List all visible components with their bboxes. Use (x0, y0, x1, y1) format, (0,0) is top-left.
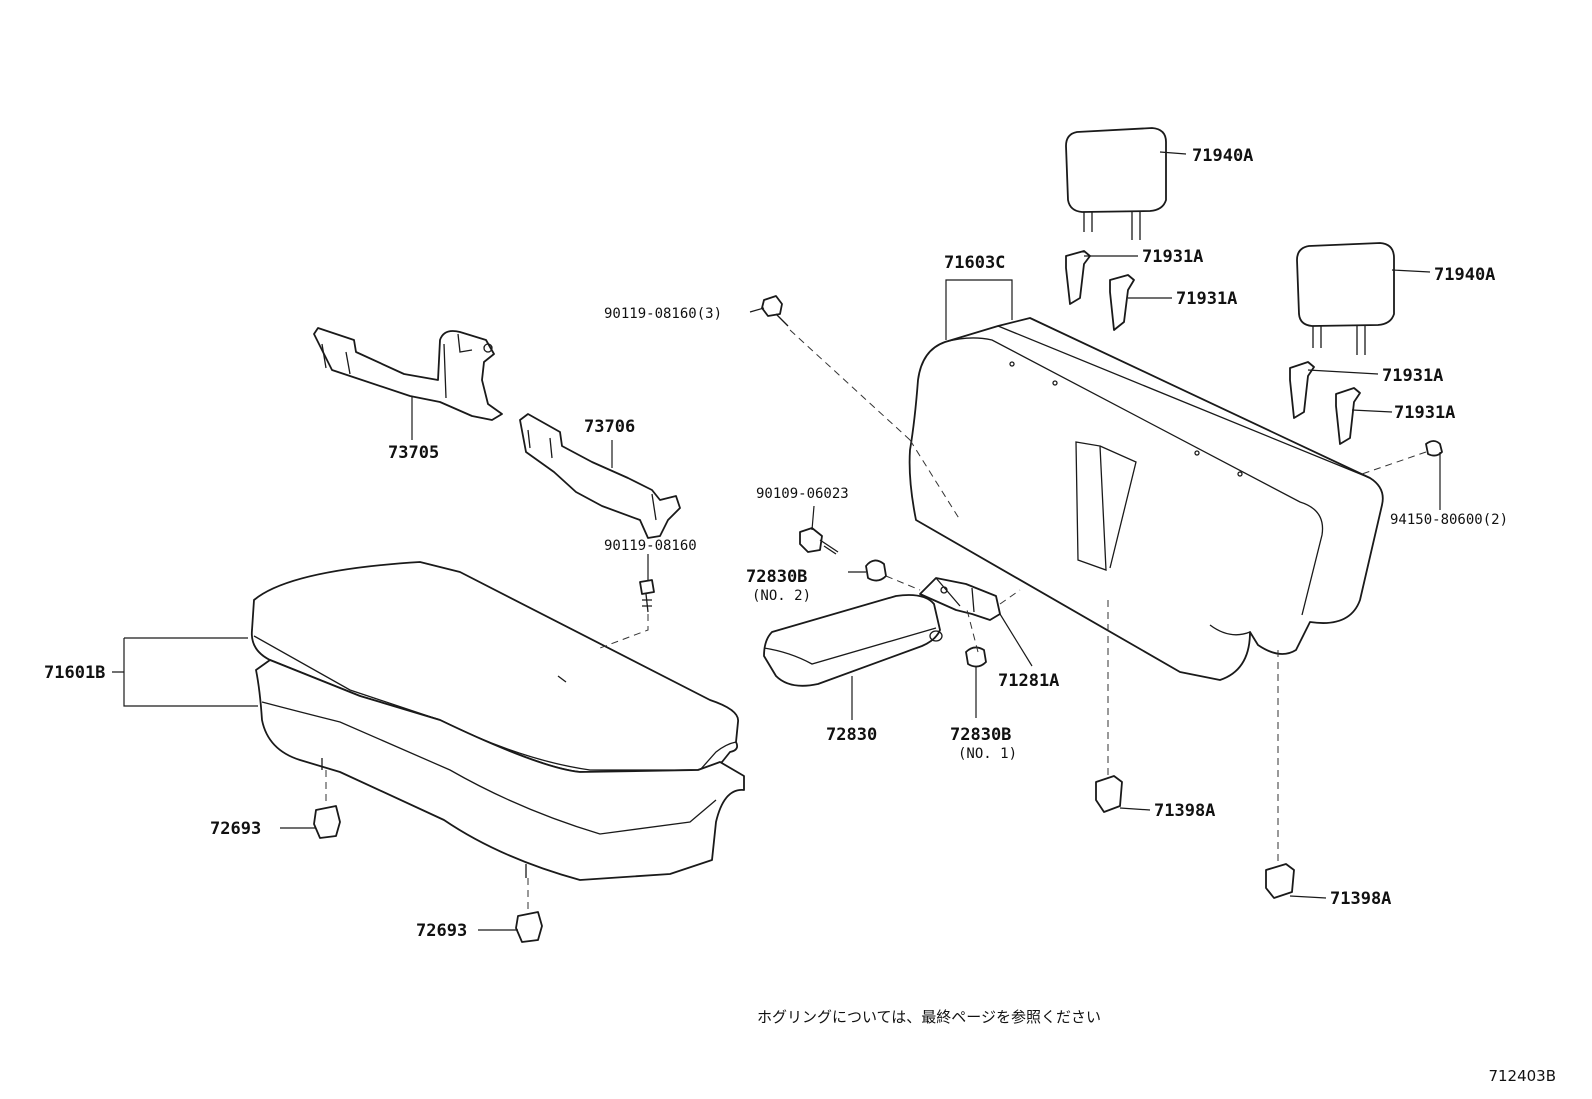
clip-72693-2[interactable] (515, 911, 543, 943)
armrest-72830[interactable] (763, 594, 943, 687)
figure-code: 712403B (1488, 1067, 1556, 1085)
label-cushion[interactable]: 71601B (44, 663, 105, 683)
label-grommet-no2[interactable]: 72830B (746, 567, 807, 587)
grommet-no1[interactable] (965, 646, 987, 668)
assembly-lines (325, 329, 1427, 912)
seatback[interactable] (908, 317, 1384, 681)
headrest-support-4[interactable] (1335, 387, 1361, 445)
bolt-90119-08160-3[interactable] (761, 295, 789, 327)
label-headrest-lower[interactable]: 71940A (1434, 265, 1495, 285)
bolt-90119-08160[interactable] (639, 579, 655, 613)
screw-90109-06023[interactable] (799, 527, 839, 555)
leader-lines (112, 151, 1441, 931)
label-nut-2[interactable]: 94150-80600(2) (1390, 512, 1508, 528)
label-grommet-no1-sub: (NO. 1) (958, 746, 1017, 762)
label-grommet-no2-sub: (NO. 2) (752, 588, 811, 604)
bracket-73705[interactable] (313, 327, 503, 421)
label-bolt[interactable]: 90119-08160 (604, 538, 697, 554)
seat-cushion[interactable] (250, 561, 745, 881)
headrest-support-1[interactable] (1065, 250, 1091, 305)
headrest-support-2[interactable] (1109, 274, 1135, 331)
label-support-1[interactable]: 71931A (1142, 247, 1203, 267)
label-headrest-upper[interactable]: 71940A (1192, 146, 1253, 166)
headrest-upper[interactable] (1065, 127, 1167, 240)
hook-71398A-1[interactable] (1095, 775, 1123, 813)
label-bracket-right[interactable]: 73706 (584, 417, 635, 437)
label-hinge[interactable]: 71281A (998, 671, 1059, 691)
label-support-2[interactable]: 71931A (1176, 289, 1237, 309)
label-seatback[interactable]: 71603C (944, 253, 1005, 273)
clip-72693-1[interactable] (313, 805, 341, 839)
bracket-73706[interactable] (519, 413, 681, 539)
label-hook-1[interactable]: 71398A (1154, 801, 1215, 821)
label-clip-1[interactable]: 72693 (210, 819, 261, 839)
hook-71398A-2[interactable] (1265, 863, 1295, 899)
label-screw[interactable]: 90109-06023 (756, 486, 849, 502)
label-clip-2[interactable]: 72693 (416, 921, 467, 941)
headrest-support-3[interactable] (1289, 361, 1315, 419)
label-armrest[interactable]: 72830 (826, 725, 877, 745)
label-bracket-left[interactable]: 73705 (388, 443, 439, 463)
grommet-no2[interactable] (865, 559, 887, 582)
label-bolt-3[interactable]: 90119-08160(3) (604, 306, 722, 322)
label-hook-2[interactable]: 71398A (1330, 889, 1391, 909)
hog-ring-note: ホグリングについては、最終ページを参照ください (757, 1008, 1101, 1026)
label-support-3[interactable]: 71931A (1382, 366, 1443, 386)
label-grommet-no1[interactable]: 72830B (950, 725, 1011, 745)
label-support-4[interactable]: 71931A (1394, 403, 1455, 423)
part-labels: 71940A 71940A 71931A 71931A 71931A 71931… (44, 146, 1508, 941)
headrest-lower[interactable] (1296, 242, 1395, 355)
nut-94150-80600[interactable] (1425, 440, 1443, 457)
